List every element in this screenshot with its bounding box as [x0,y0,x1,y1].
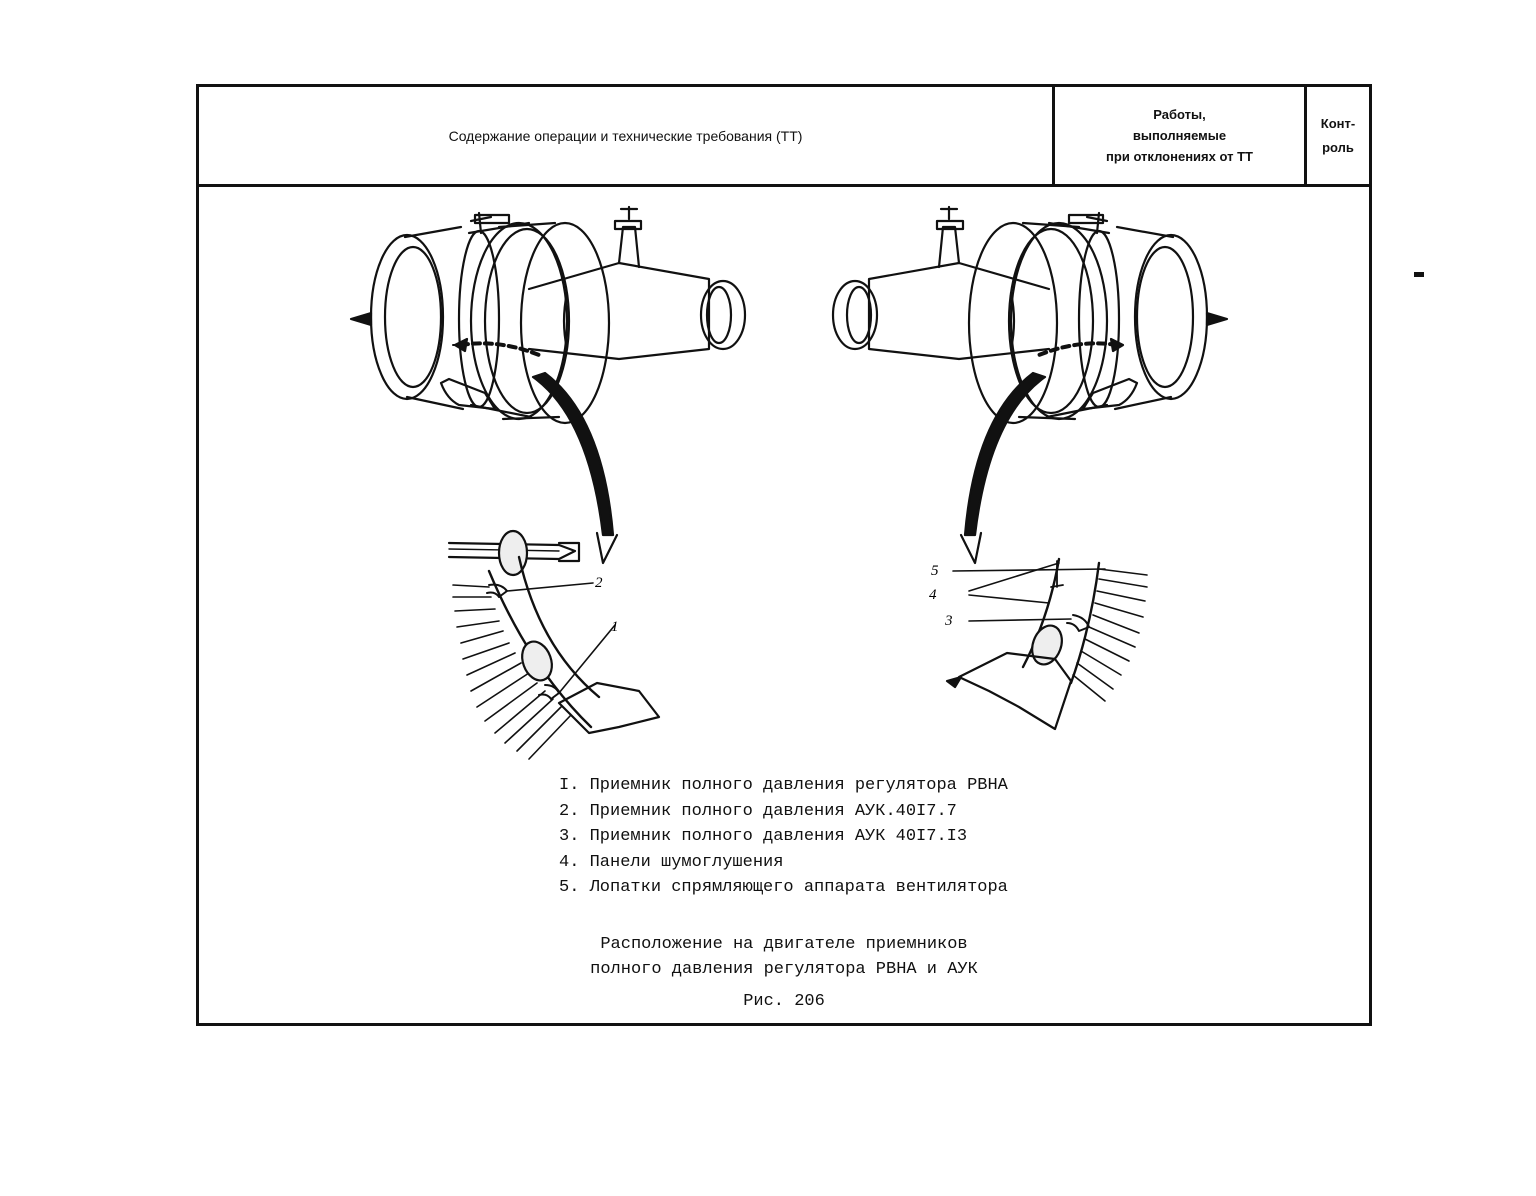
callout-4: 4 [929,587,937,603]
figure-legend: I. Приемник полного давления регулятора … [559,773,1008,901]
header-deviation-line2: выполняемые [1132,128,1227,143]
caption-line-2: полного давления регулятора РВНА и АУК [590,960,978,979]
callout-2: 2 [595,575,603,591]
header-control: Конт- роль [1307,87,1369,184]
figure-number: Рис. 206 [743,992,825,1011]
header-control-line1: Конт- [1320,115,1356,131]
table-header: Содержание операции и технические требов… [199,87,1369,187]
figure-caption: Расположение на двигателе приемников пол… [199,932,1369,982]
callout-3: 3 [944,613,953,629]
legend-item-2: 2. Приемник полного давления АУК.40I7.7 [559,801,957,821]
engine-receivers-drawing: 2 1 5 4 3 [349,205,1229,760]
header-deviation-works: Работы, выполняемые при отклонениях от Т… [1055,87,1307,184]
scan-mark [1414,272,1424,277]
right-engine-illustration [831,205,1229,565]
caption-line-1: Расположение на двигателе приемников [600,935,968,954]
callout-1: 1 [611,619,619,635]
legend-item-5: 5. Лопатки спрямляющего аппарата вентиля… [559,878,1008,897]
right-receiver-detail [945,557,1148,731]
callout-5: 5 [931,563,939,579]
document-frame: Содержание операции и технические требов… [196,84,1372,1026]
header-control-line2: роль [1322,139,1354,155]
header-deviation-line1: Работы, [1153,107,1206,122]
header-operation-content: Содержание операции и технические требов… [199,87,1055,184]
legend-item-4: 4. Панели шумоглушения [559,852,784,872]
left-engine-illustration [349,205,747,565]
legend-item-3: 3. Приемник полного давления АУК 40I7.I3 [559,827,968,846]
legend-item-1: I. Приемник полного давления регулятора … [559,776,1008,795]
header-operation-label: Содержание операции и технические требов… [448,127,803,144]
left-receiver-detail [447,529,661,760]
header-deviation-line3: при отклонениях от ТТ [1106,149,1253,164]
